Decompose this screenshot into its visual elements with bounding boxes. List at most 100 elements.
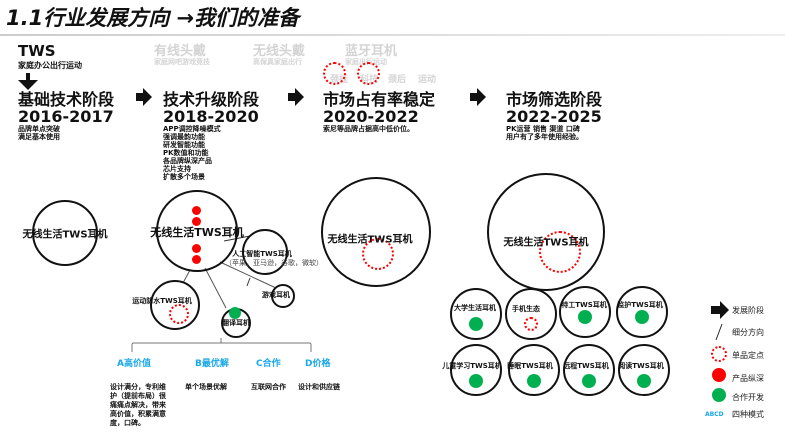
- stage-arrow-icon: [288, 88, 304, 106]
- down-arrow-icon: [18, 73, 38, 90]
- legend-label: 发展阶段: [732, 306, 764, 315]
- dotted-circle-icon: [169, 304, 189, 324]
- grid-circle: [505, 288, 557, 340]
- red-dot-icon: [192, 244, 201, 253]
- grid-label: 特工TWS耳机: [561, 301, 607, 309]
- legend-label: 细分方向: [732, 328, 764, 337]
- circle-label: 游戏耳机: [262, 291, 290, 299]
- circle-label: 无线生活TWS耳机: [150, 226, 244, 239]
- stage-note: 各品牌纵深产品: [163, 157, 212, 165]
- thin-arrow: [246, 277, 251, 287]
- dotted-circle-icon: [539, 231, 581, 273]
- sport-circle: [150, 280, 200, 330]
- grid-circle: [450, 344, 502, 396]
- faded-title: 有线头戴: [154, 44, 207, 59]
- circle-label: 翻译耳机: [222, 319, 250, 327]
- mode-a-desc: 设计满分，专利维护（提前布局）很痛痛点解决，带来高价值，积累满意度，口碑。: [110, 383, 166, 427]
- stage-note: 索尼等品牌占据高中低价位。: [323, 125, 414, 133]
- faded-sub: 家庭网吧游戏竞技: [154, 58, 210, 66]
- grid-label: 大学生活耳机: [454, 304, 496, 312]
- stage-years: 2016-2017: [18, 107, 114, 126]
- legend-green-dot-icon: [712, 388, 726, 402]
- stage-note: 研发智能功能: [163, 141, 205, 149]
- circle-label: 运动防水TWS耳机: [132, 297, 192, 305]
- stage2-circle: [156, 190, 238, 272]
- mode-bracket: [131, 338, 312, 352]
- mode-d-desc: 设计和供应链: [298, 383, 340, 391]
- circle-label: 人工智能TWS耳机: [232, 250, 292, 258]
- grid-circle: [563, 344, 615, 396]
- stage-2: 技术升级阶段 2018-2020 APP调控降噪模式 强调最韵功能 研发智能功能…: [163, 91, 259, 181]
- green-dot-icon: [469, 317, 483, 331]
- faded-sub: 高保真家庭出行: [253, 58, 302, 66]
- stage-4: 市场筛选阶段 2022-2025 PK运营 销售 渠道 口碑 用户有了多年使用经…: [506, 91, 602, 141]
- mode-b-label: B最优解: [195, 359, 229, 369]
- stage-note: PK数值和功能: [163, 149, 209, 157]
- dotted-circle-icon: [357, 62, 380, 85]
- legend-red-dot-icon: [712, 368, 726, 382]
- stage-years: 2022-2025: [506, 107, 602, 126]
- grid-label: 远程TWS耳机: [563, 362, 609, 370]
- red-dot-icon: [192, 206, 201, 215]
- mode-c-desc: 互联网合作: [251, 383, 286, 391]
- green-dot-icon: [582, 374, 596, 388]
- ai-circle: [242, 229, 288, 275]
- faded-tag: 颈后: [388, 75, 407, 85]
- stage-title: 技术升级阶段: [163, 90, 260, 109]
- stage-3: 市场占有率稳定 2020-2022 索尼等品牌占据高中低价位。: [323, 91, 435, 133]
- circle-label: 无线生活TWS耳机: [327, 234, 413, 246]
- stage3-circle: [321, 177, 431, 287]
- grid-circle: [450, 288, 502, 340]
- stage-note: 强调最韵功能: [163, 133, 205, 141]
- green-dot-icon: [469, 374, 483, 388]
- grid-circle: [618, 344, 670, 396]
- grid-label: 阅读TWS耳机: [618, 362, 664, 370]
- stage-note: 满足基本使用: [18, 133, 60, 141]
- grid-circle: [559, 286, 611, 338]
- stage1-circle: [32, 200, 98, 266]
- line-to-translate: [204, 267, 227, 309]
- mode-b-desc: 单个场景优解: [185, 383, 227, 391]
- circle-label: 无线生活TWS耳机: [22, 229, 108, 241]
- title-divider: [0, 34, 785, 36]
- mode-c-label: C合作: [256, 359, 281, 369]
- stage-title: 市场占有率稳定: [323, 90, 436, 109]
- tws-sub: 家庭办公出行运动: [18, 61, 82, 70]
- red-dot-icon: [192, 217, 201, 226]
- stage-years: 2018-2020: [163, 107, 259, 126]
- legend-label: 单品定点: [732, 351, 764, 360]
- grid-circle: [508, 344, 560, 396]
- legend-dotted-circle-icon: [711, 346, 727, 362]
- stage-years: 2020-2022: [323, 107, 419, 126]
- grid-label: 睡眠TWS耳机: [507, 362, 553, 370]
- game-circle: [271, 284, 295, 308]
- legend-arrow-icon: [711, 301, 729, 319]
- stage-note: 品牌单点突破: [18, 125, 60, 133]
- legend-label: 产品纵深: [732, 374, 764, 383]
- faded-title: 无线头戴: [253, 44, 306, 59]
- grid-label: 手机生态: [512, 305, 540, 313]
- stage-arrow-icon: [136, 88, 152, 106]
- stage-title: 市场筛选阶段: [506, 90, 603, 109]
- line-to-game: [219, 261, 277, 289]
- dotted-circle-icon: [524, 317, 538, 331]
- red-dot-icon: [192, 255, 201, 264]
- circle-sublabel: （苹果，亚马逊，谷歌，微软）: [225, 259, 323, 267]
- stage-1: 基础技术阶段 2016-2017 品牌单点突破 满足基本使用: [18, 91, 114, 141]
- legend-label: 合作开发: [732, 393, 764, 402]
- legend-label: 四种模式: [732, 410, 764, 419]
- stage-note: 扩散多个场景: [163, 173, 205, 181]
- dotted-circle-icon: [323, 62, 346, 85]
- circle-label: 无线生活TWS耳机: [503, 237, 589, 249]
- grid-label: 儿童学习TWS耳机: [442, 362, 502, 370]
- grid-circle: [616, 286, 668, 338]
- green-dot-icon: [637, 374, 651, 388]
- legend-abcd: ABCD: [705, 411, 724, 418]
- tws-label: TWS: [18, 42, 56, 60]
- stage-arrow-icon: [470, 88, 486, 106]
- stage-note: APP调控降噪模式: [163, 125, 221, 133]
- faded-tag: 运动: [418, 75, 437, 85]
- faded-title: 蓝牙耳机: [345, 44, 398, 59]
